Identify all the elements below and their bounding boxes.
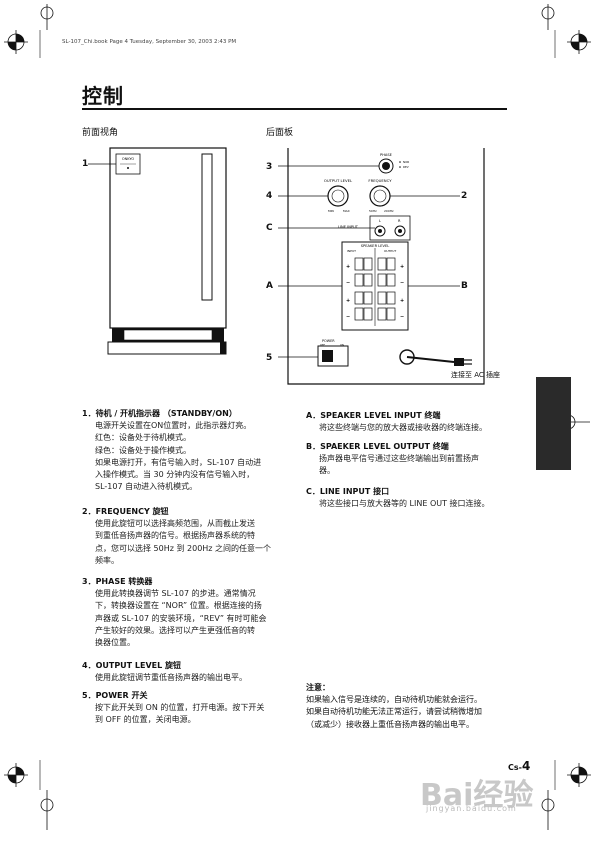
rear-panel-label: 后面板 xyxy=(266,128,294,138)
item-5-head: 5．POWER 开关 xyxy=(82,691,148,700)
svg-text:+: + xyxy=(346,264,350,270)
item-b-head: B．SPAEKER LEVEL OUTPUT 终端 xyxy=(306,442,449,451)
line-l: L xyxy=(379,219,381,223)
item-c-head: C．LINE INPUT 接口 xyxy=(306,487,390,496)
line-r: R xyxy=(398,219,401,223)
power-on: ON xyxy=(340,343,344,347)
callout-a: A xyxy=(266,281,273,291)
max-text: MAX xyxy=(343,209,350,213)
svg-text:−: − xyxy=(346,314,350,320)
item-5: 5．POWER 开关 按下此开关到 ON 的位置，打开电源。按下开关到 OFF … xyxy=(82,690,287,727)
section-tab xyxy=(536,377,571,470)
frequency-text: FREQUENCY xyxy=(368,178,392,183)
title-rule xyxy=(82,108,507,110)
min-text: MIN xyxy=(328,209,334,213)
watermark-brand: Bai经验 xyxy=(420,778,534,813)
watermark-url: jingyan.baidu.com xyxy=(426,804,517,813)
item-1: 1．待机 / 开机指示器 （STANDBY/ON） 电源开关设置在ON位置时，此… xyxy=(82,408,287,493)
rear-panel-diagram: PHASE NOR REV OUTPUT LEVEL FREQUENCY MIN… xyxy=(278,148,485,385)
power-text: POWER xyxy=(322,339,335,343)
item-c: C．LINE INPUT 接口 将这些接口与放大器等的 LINE OUT 接口连… xyxy=(306,486,531,510)
callout-b: B xyxy=(461,281,468,291)
front-view-label: 前面视角 xyxy=(82,128,119,138)
output-level-text: OUTPUT LEVEL xyxy=(324,178,353,183)
item-4-head: 4．OUTPUT LEVEL 旋钮 xyxy=(82,661,182,670)
svg-text:+: + xyxy=(400,264,404,270)
item-2-head: 2．FREQUENCY 旋钮 xyxy=(82,507,169,516)
power-off: OFF xyxy=(320,343,326,347)
output-text: OUTPUT xyxy=(384,249,396,253)
front-view-diagram: ONKYO xyxy=(88,147,227,355)
item-2: 2．FREQUENCY 旋钮 使用此旋钮可以选择高频范围，从而截止发送到重低音扬… xyxy=(82,506,287,567)
ac-outlet-label: 连接至 AC 插座 xyxy=(451,371,501,379)
line-input-text: LINE INPUT xyxy=(338,225,359,229)
callout-2: 2 xyxy=(461,191,468,201)
callout-c: C xyxy=(266,223,273,233)
item-b: B．SPAEKER LEVEL OUTPUT 终端 扬声器电平信号通过这些终端输… xyxy=(306,441,531,478)
item-4: 4．OUTPUT LEVEL 旋钮 使用此旋钮调节重低音扬声器的输出电平。 xyxy=(82,660,287,684)
page-number: Cs-4 xyxy=(508,759,531,773)
speaker-level-text: SPEAKER LEVEL xyxy=(361,244,389,248)
note-head: 注意： xyxy=(306,683,330,692)
front-logo: ONKYO xyxy=(122,157,134,161)
phase-rev: REV xyxy=(403,165,409,169)
svg-text:+: + xyxy=(400,298,404,304)
callout-4: 4 xyxy=(266,191,273,201)
callout-5: 5 xyxy=(266,353,273,363)
note-block: 注意： 如果输入信号是连续的，自动待机功能就会运行。如果自动待机功能无法正常运行… xyxy=(306,682,531,731)
svg-text:−: − xyxy=(346,280,350,286)
item-1-head: 1．待机 / 开机指示器 （STANDBY/ON） xyxy=(82,409,237,418)
f200-text: 200Hz xyxy=(384,209,394,213)
phase-nor: NOR xyxy=(403,160,409,164)
item-a: A．SPEAKER LEVEL INPUT 终端 将这些终端与您的放大器或接收器… xyxy=(306,410,531,434)
input-text: INPUT xyxy=(347,249,356,253)
item-a-head: A．SPEAKER LEVEL INPUT 终端 xyxy=(306,411,441,420)
svg-text:−: − xyxy=(400,280,404,286)
svg-text:−: − xyxy=(400,314,404,320)
print-header: SL-107_Chi.book Page 4 Tuesday, Septembe… xyxy=(62,39,237,45)
phase-text: PHASE xyxy=(380,153,393,157)
item-3: 3．PHASE 转换器 使用此转换器调节 SL-107 的步进。通常情况下，转换… xyxy=(82,576,287,649)
svg-text:+: + xyxy=(346,298,350,304)
callout-1: 1 xyxy=(82,159,89,169)
item-3-head: 3．PHASE 转换器 xyxy=(82,577,153,586)
callout-3: 3 xyxy=(266,162,273,172)
f50-text: 50Hz xyxy=(369,209,377,213)
page-title: 控制 xyxy=(82,84,124,108)
